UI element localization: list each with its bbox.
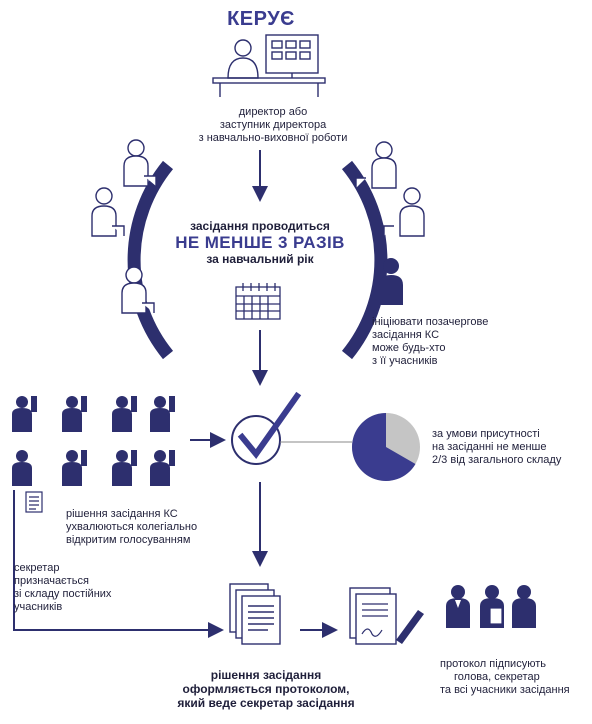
- voter-icon: [150, 396, 175, 432]
- quorum-slice: [351, 412, 416, 481]
- director-line: заступник директора: [219, 119, 327, 131]
- decision-line: ухвалюються колегіально: [66, 521, 198, 533]
- protocol-line: оформляється протоколом,: [182, 682, 350, 696]
- extraordinary-line: засідання КС: [372, 329, 440, 341]
- initiator-icon: [379, 258, 403, 305]
- protocol-documents-icon: [229, 583, 281, 645]
- extraordinary-line: ініціювати позачергове: [372, 316, 489, 328]
- extraordinary-caption: ініціювати позачергове засідання КС може…: [372, 316, 572, 368]
- protocol-caption: рішення засідання оформляється протоколо…: [146, 668, 386, 710]
- participant-icon: [121, 266, 155, 314]
- participant-icon: [383, 187, 425, 237]
- director-line: з навчально-виховної роботи: [198, 132, 348, 144]
- meeting-frequency: засідання проводиться НЕ МЕНШЕ 3 РАЗІВ з…: [160, 220, 360, 266]
- secretary-line: зі складу постійних: [14, 588, 112, 600]
- voter-icon: [150, 450, 175, 486]
- director-at-computer-icon: [212, 34, 326, 97]
- left-arc: [127, 160, 174, 360]
- secretary-line: секретар: [14, 562, 60, 574]
- approval-check-icon: [231, 391, 302, 465]
- voter-icon: [62, 396, 87, 432]
- secretary-line: призначається: [14, 575, 89, 587]
- participant-icon: [91, 187, 125, 237]
- signing-line: та всі учасники засідання: [440, 684, 570, 696]
- protocol-line: рішення засідання: [210, 668, 322, 682]
- extraordinary-line: з її учасників: [372, 355, 438, 367]
- signing-line: протокол підписують: [440, 658, 546, 670]
- participant-person-icon: [512, 585, 536, 628]
- diagram-title: КЕРУЄ: [227, 8, 295, 30]
- secretary-caption: секретар призначається зі складу постійн…: [14, 562, 174, 614]
- meeting-line-1: засідання проводиться: [190, 219, 330, 233]
- secretary-person-icon: [480, 585, 504, 628]
- secretary-line: учасників: [14, 601, 63, 613]
- quorum-line: 2/3 від загального складу: [432, 454, 562, 466]
- voter-icon: [12, 396, 37, 432]
- participant-icon: [123, 139, 157, 187]
- head-person-icon: [446, 585, 470, 628]
- quorum-pie-chart: [351, 412, 420, 481]
- signing-line: голова, секретар: [454, 671, 540, 683]
- quorum-caption: за умови присутності на засіданні не мен…: [432, 428, 587, 467]
- protocol-line: який веде секретар засідання: [177, 696, 355, 710]
- decision-line: рішення засідання КС: [66, 508, 178, 520]
- quorum-line: на засіданні не менше: [432, 441, 547, 453]
- extraordinary-line: може будь-хто: [372, 342, 446, 354]
- voter-icon: [112, 396, 137, 432]
- document-icon: [25, 491, 43, 513]
- calendar-icon: [235, 283, 281, 320]
- voter-icon: [62, 450, 87, 486]
- participant-icon: [355, 141, 397, 189]
- right-arc: [341, 160, 388, 360]
- voter-icon: [112, 450, 137, 486]
- voting-participants: [12, 396, 175, 486]
- signed-document-icon: [349, 587, 424, 645]
- decision-caption: рішення засідання КС ухвалюються колегіа…: [66, 508, 256, 547]
- meeting-line-2: НЕ МЕНШЕ 3 РАЗІВ: [175, 233, 345, 252]
- signers-icon: [446, 585, 536, 628]
- signing-caption: протокол підписують голова, секретар та …: [440, 658, 590, 697]
- secretary-icon: [12, 450, 32, 486]
- director-line: директор або: [238, 106, 308, 118]
- meeting-line-3: за навчальний рік: [206, 252, 314, 266]
- quorum-line: за умови присутності: [432, 428, 540, 440]
- director-caption: директор або заступник директора з навча…: [168, 106, 378, 145]
- decision-line: відкритим голосуванням: [66, 534, 191, 546]
